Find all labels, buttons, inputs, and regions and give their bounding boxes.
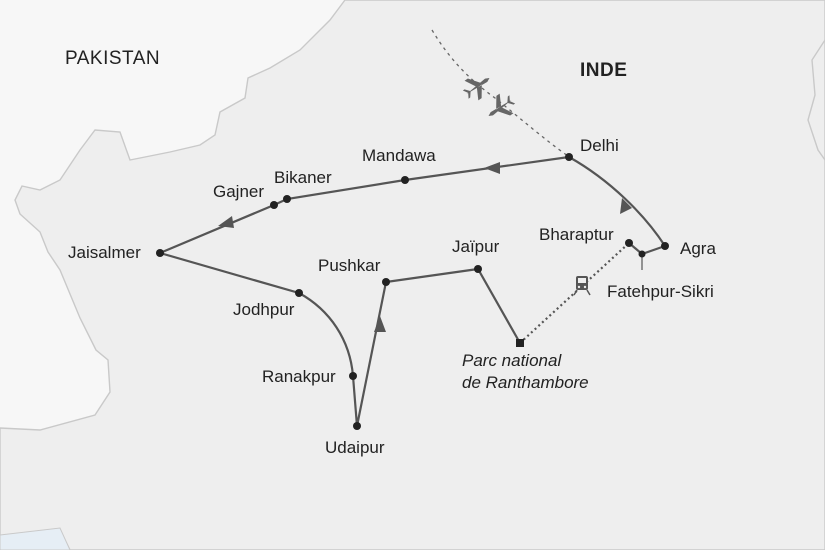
city-label-bikaner: Bikaner	[274, 168, 332, 187]
city-label-jodhpur: Jodhpur	[233, 300, 295, 319]
city-label-agra: Agra	[680, 239, 716, 258]
city-dot-jaisalmer	[156, 249, 164, 257]
city-label-udaipur: Udaipur	[325, 438, 385, 457]
direction-arrow-icon	[374, 316, 386, 332]
airplane-icon	[462, 77, 490, 101]
city-dot-jaipur	[474, 265, 482, 273]
city-label-jaipur: Jaïpur	[452, 237, 500, 256]
direction-arrow-icon	[218, 216, 234, 228]
city-label-fatehpur: Fatehpur-Sikri	[607, 282, 714, 301]
city-label-jaisalmer: Jaisalmer	[68, 243, 141, 262]
airplane-icon	[488, 93, 516, 117]
city-label-ranakpur: Ranakpur	[262, 367, 336, 386]
direction-arrow-icon	[620, 198, 632, 214]
city-dot-fatehpur	[638, 250, 646, 258]
ranthambore-line-2: de Ranthambore	[462, 373, 589, 392]
border-line	[807, 39, 825, 161]
flight-path	[431, 29, 569, 157]
direction-arrow-icon	[484, 162, 500, 174]
park-marker-ranthambore	[516, 339, 524, 347]
city-dot-delhi	[565, 153, 573, 161]
city-dot-bharaptur	[625, 239, 633, 247]
city-markers	[156, 153, 669, 430]
city-label-ranthambore: Parc national de Ranthambore	[462, 350, 589, 394]
city-label-mandawa: Mandawa	[362, 146, 436, 165]
city-dot-gajner	[270, 201, 278, 209]
city-label-gajner: Gajner	[213, 182, 265, 201]
city-dot-ranakpur	[349, 372, 357, 380]
country-label-pakistan: PAKISTAN	[65, 48, 161, 69]
city-label-pushkar: Pushkar	[318, 256, 381, 275]
water-area	[0, 527, 71, 550]
city-dot-mandawa	[401, 176, 409, 184]
country-label-inde: INDE	[580, 60, 628, 81]
city-dot-agra	[661, 242, 669, 250]
train-icon	[573, 276, 591, 296]
city-dot-udaipur	[353, 422, 361, 430]
city-label-bharaptur: Bharaptur	[539, 225, 614, 244]
city-label-delhi: Delhi	[580, 136, 619, 155]
city-dot-jodhpur	[295, 289, 303, 297]
city-dot-bikaner	[283, 195, 291, 203]
ranthambore-line-1: Parc national	[462, 351, 562, 370]
city-dot-pushkar	[382, 278, 390, 286]
